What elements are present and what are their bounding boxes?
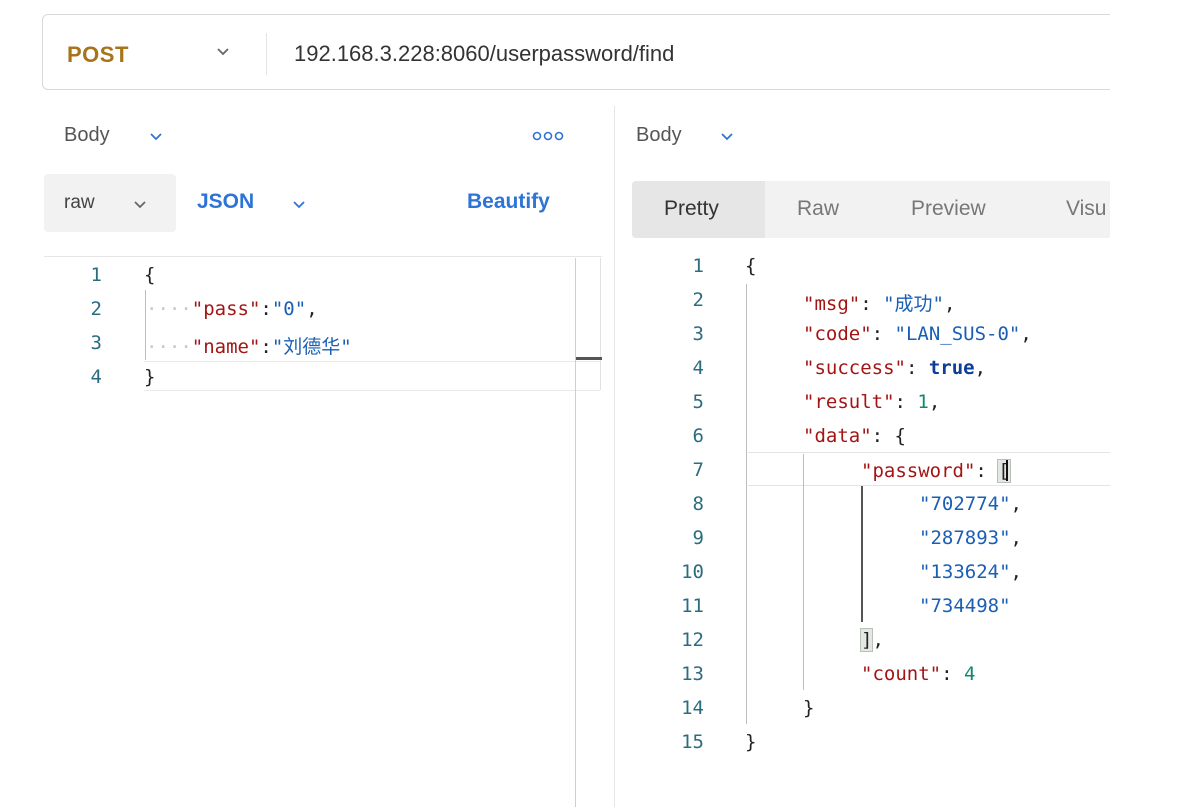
line-number: 15 bbox=[681, 731, 704, 753]
editor-scrollbar[interactable] bbox=[575, 258, 576, 807]
code-line: "702774", bbox=[919, 493, 1022, 515]
tab-active-background bbox=[632, 181, 765, 238]
line-number: 14 bbox=[681, 697, 704, 719]
body-type-select[interactable]: raw bbox=[44, 174, 176, 232]
line-number: 13 bbox=[681, 663, 704, 685]
code-line: "data": { bbox=[803, 425, 906, 447]
line-number: 3 bbox=[90, 332, 102, 354]
current-line-highlight bbox=[748, 452, 1128, 486]
code-line: ····"name":"刘德华" bbox=[146, 336, 352, 358]
indent-guide bbox=[746, 284, 747, 724]
http-method-select[interactable]: POST bbox=[67, 42, 129, 67]
request-body-label[interactable]: Body bbox=[64, 124, 110, 146]
code-line: "result": 1, bbox=[803, 391, 941, 413]
text-cursor bbox=[1005, 459, 1008, 481]
chevron-down-icon[interactable] bbox=[717, 126, 737, 146]
line-number: 4 bbox=[692, 357, 704, 379]
chevron-down-icon[interactable] bbox=[289, 194, 309, 214]
url-input[interactable]: 192.168.3.228:8060/userpassword/find bbox=[294, 41, 675, 66]
line-number: 5 bbox=[692, 391, 704, 413]
scrollbar-thumb[interactable] bbox=[576, 357, 602, 360]
line-number: 4 bbox=[90, 366, 102, 388]
code-line: "success": true, bbox=[803, 357, 987, 379]
indent-guide bbox=[145, 290, 146, 360]
code-line: } bbox=[745, 731, 757, 753]
format-select[interactable]: JSON bbox=[197, 190, 255, 213]
code-line: "count": 4 bbox=[861, 663, 976, 685]
panel-divider[interactable] bbox=[614, 106, 615, 807]
bracket-match-highlight: [ bbox=[997, 459, 1011, 483]
editor-border bbox=[44, 256, 602, 257]
line-number: 10 bbox=[681, 561, 704, 583]
line-number: 1 bbox=[90, 264, 102, 286]
line-number: 11 bbox=[681, 595, 704, 617]
code-line: ····"pass":"0", bbox=[146, 298, 318, 320]
code-line: "287893", bbox=[919, 527, 1022, 549]
code-line: "734498" bbox=[919, 595, 1011, 617]
more-options-icon[interactable] bbox=[532, 130, 564, 142]
chevron-down-icon[interactable] bbox=[213, 41, 233, 61]
line-number: 9 bbox=[692, 527, 704, 549]
code-line: } bbox=[144, 366, 156, 388]
line-number: 3 bbox=[692, 323, 704, 345]
line-number: 7 bbox=[692, 459, 704, 481]
indent-guide-active bbox=[861, 486, 863, 622]
line-number: 6 bbox=[692, 425, 704, 447]
response-body-label[interactable]: Body bbox=[636, 124, 682, 146]
line-number: 8 bbox=[692, 493, 704, 515]
line-number: 1 bbox=[692, 255, 704, 277]
response-view-tabs: Pretty Raw Preview Visu bbox=[632, 181, 1132, 238]
code-line: "133624", bbox=[919, 561, 1022, 583]
line-number: 12 bbox=[681, 629, 704, 651]
tab-pretty[interactable]: Pretty bbox=[664, 197, 719, 220]
code-line: "msg": "成功", bbox=[803, 293, 956, 315]
code-line: { bbox=[745, 255, 757, 277]
tab-raw[interactable]: Raw bbox=[797, 197, 840, 220]
chevron-down-icon bbox=[134, 201, 146, 209]
code-line: } bbox=[803, 697, 815, 719]
screenshot-crop-edge bbox=[1110, 0, 1192, 807]
code-line: { bbox=[144, 264, 156, 286]
url-divider bbox=[266, 33, 267, 75]
code-line: ], bbox=[859, 628, 884, 652]
beautify-button[interactable]: Beautify bbox=[467, 190, 550, 213]
indent-guide bbox=[803, 454, 804, 690]
current-line-highlight bbox=[144, 361, 600, 391]
chevron-down-icon[interactable] bbox=[146, 126, 166, 146]
code-line: "code": "LAN_SUS-0", bbox=[803, 323, 1032, 345]
line-number: 2 bbox=[692, 289, 704, 311]
line-number: 2 bbox=[90, 298, 102, 320]
body-type-label: raw bbox=[64, 192, 95, 213]
code-line: "password": [ bbox=[861, 459, 1011, 483]
tab-visualize[interactable]: Visu bbox=[1066, 197, 1107, 220]
request-url-bar: POST 192.168.3.228:8060/userpassword/fin… bbox=[42, 14, 1122, 90]
bracket-match-highlight: ] bbox=[859, 628, 874, 652]
editor-border bbox=[600, 258, 601, 390]
tab-preview[interactable]: Preview bbox=[911, 197, 986, 220]
